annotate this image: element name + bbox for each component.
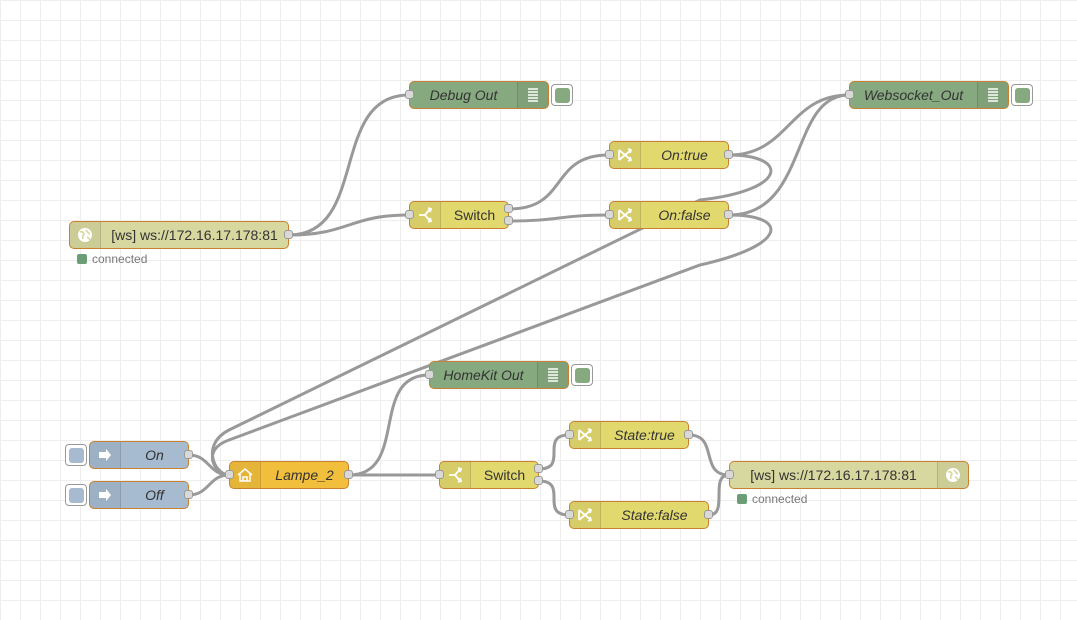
change-node-state-true[interactable]: State:true [565,421,693,449]
home-icon [230,462,261,488]
switch-node[interactable]: Switch [405,201,513,229]
node-label: State:true [614,427,675,443]
node-label: On:true [661,147,708,163]
change-node-on-true[interactable]: On:true [605,141,733,169]
wire[interactable] [288,213,410,237]
wire[interactable] [210,213,773,477]
output-port[interactable] [684,430,693,439]
input-port[interactable] [435,470,444,479]
input-port[interactable] [225,470,234,479]
status-dot-icon [737,494,747,504]
wire[interactable] [708,473,730,517]
toggle-square-icon [574,367,590,383]
switch-icon [410,202,441,228]
output-port[interactable] [184,490,193,499]
input-port[interactable] [605,210,614,219]
websocket-in-node[interactable]: [ws] ws://172.16.17.178:81 [69,221,293,249]
status-dot-icon [77,254,87,264]
inject-node-off[interactable]: Off [89,481,193,509]
arrow-right-icon [90,442,121,468]
input-port[interactable] [605,150,614,159]
globe-icon [70,222,101,248]
inject-node-on[interactable]: On [89,441,193,469]
inject-square-icon [68,487,84,503]
output-port[interactable] [284,230,293,239]
node-label: [ws] ws://172.16.17.178:81 [750,467,917,483]
list-icon [517,82,548,108]
input-port[interactable] [405,90,414,99]
globe-icon [937,462,968,488]
arrow-right-icon [90,482,121,508]
debug-toggle-button[interactable] [571,364,593,386]
input-port[interactable] [565,430,574,439]
output-port-2[interactable] [504,216,513,225]
wire[interactable] [188,473,230,497]
node-label: Websocket_Out [863,87,964,103]
node-label: Off [145,487,164,503]
debug-toggle-button[interactable] [551,84,573,106]
output-port[interactable] [724,150,733,159]
toggle-square-icon [1014,87,1030,103]
node-label: On:false [658,207,711,223]
node-label: Debug Out [429,87,498,103]
input-port[interactable] [565,510,574,519]
output-port[interactable] [344,470,353,479]
shuffle-icon [610,142,641,168]
node-label: Switch [453,207,496,223]
homekit-lamp-node[interactable]: Lampe_2 [225,461,353,489]
input-port[interactable] [425,370,434,379]
websocket-out-debug-node[interactable]: Websocket_Out [845,81,1009,109]
wire[interactable] [288,93,410,237]
output-port-1[interactable] [504,204,513,213]
homekit-out-node[interactable]: HomeKit Out [425,361,569,389]
wire[interactable] [728,93,850,157]
node-label: Switch [483,467,526,483]
shuffle-icon [570,422,601,448]
node-label: On [145,447,164,463]
inject-square-icon [68,447,84,463]
websocket-out-node[interactable]: [ws] ws://172.16.17.178:81 [725,461,969,489]
output-port-1[interactable] [534,464,543,473]
status-text: connected [92,252,148,266]
node-label: Lampe_2 [275,467,334,483]
wire[interactable] [508,213,610,223]
inject-button[interactable] [65,484,87,506]
wire[interactable] [538,433,570,471]
status-connected: connected [737,492,807,506]
input-port[interactable] [405,210,414,219]
input-port[interactable] [845,90,854,99]
output-port-2[interactable] [534,476,543,485]
change-node-on-false[interactable]: On:false [605,201,733,229]
shuffle-icon [570,502,601,528]
switch-icon [440,462,471,488]
inject-button[interactable] [65,444,87,466]
list-icon [537,362,568,388]
output-port[interactable] [704,510,713,519]
toggle-square-icon [554,87,570,103]
wire[interactable] [348,373,430,477]
input-port[interactable] [725,470,734,479]
node-label: HomeKit Out [443,367,524,383]
status-text: connected [752,492,808,506]
status-connected: connected [77,252,147,266]
wire[interactable] [728,93,850,217]
switch-node[interactable]: Switch [435,461,543,489]
debug-out-node[interactable]: Debug Out [405,81,549,109]
wire[interactable] [688,433,730,477]
wire[interactable] [508,153,610,211]
output-port[interactable] [184,450,193,459]
node-label: [ws] ws://172.16.17.178:81 [111,227,278,243]
node-label: State:false [621,507,688,523]
change-node-state-false[interactable]: State:false [565,501,713,529]
list-icon [977,82,1008,108]
shuffle-icon [610,202,641,228]
wire[interactable] [538,479,570,517]
debug-toggle-button[interactable] [1011,84,1033,106]
output-port[interactable] [724,210,733,219]
